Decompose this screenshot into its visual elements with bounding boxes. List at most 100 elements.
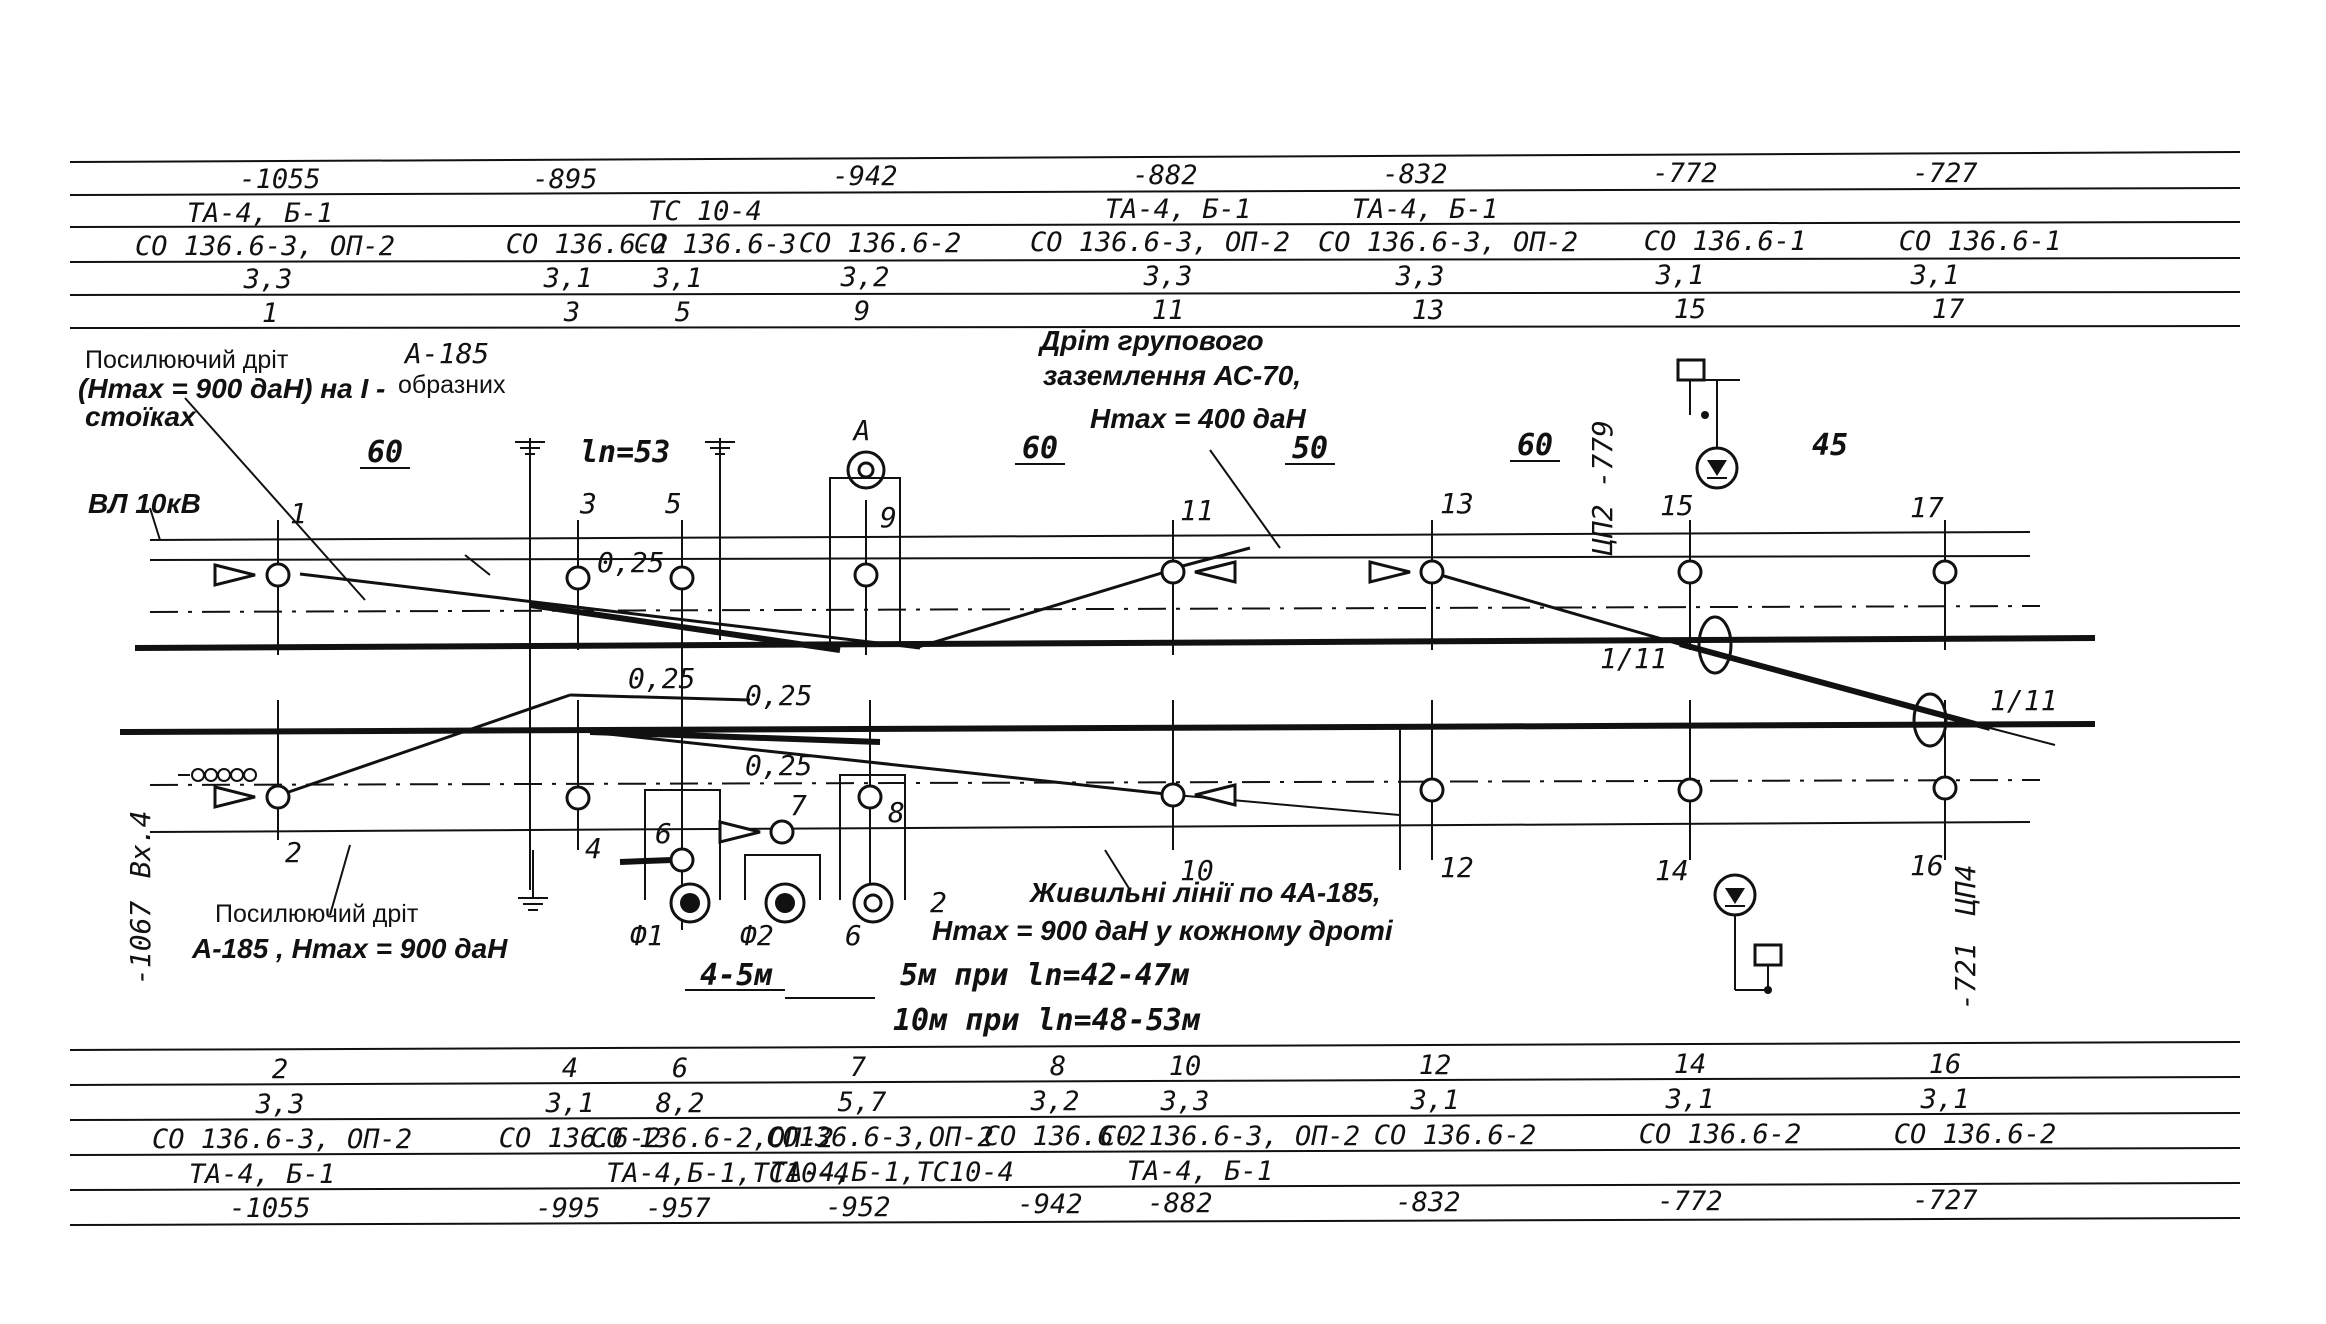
feeder-frame — [644, 789, 721, 900]
feeder-frame — [744, 854, 821, 900]
pole-13-icon — [1419, 559, 1445, 585]
top-table-rule — [69, 257, 2241, 263]
pole-1-icon — [265, 562, 291, 588]
top-cell: 5 — [675, 297, 691, 328]
feeder-f2-core — [775, 893, 795, 913]
bottom-cell: 3,1 — [1920, 1084, 1970, 1115]
ground-leader — [1209, 449, 1281, 549]
pole-6-icon — [669, 847, 695, 873]
wire-type-label: А-185 — [403, 337, 489, 370]
bottom-cell: 8 — [1050, 1051, 1066, 1082]
annotations-bottom: ЦП2 -779 ЦП4 -721 -1067 Вх.4 1/11 1/11 П… — [124, 420, 2057, 1038]
top-cell: -882 — [1132, 160, 1197, 191]
pole-11-icon — [1160, 559, 1186, 585]
pole-number: 1 — [290, 497, 307, 530]
bottom-table-rule — [69, 1147, 2241, 1156]
top-table-rule — [69, 151, 2241, 163]
top-cell: 3 — [563, 297, 580, 328]
bottom-cell: 4 — [562, 1053, 578, 1084]
ground-icon — [515, 438, 545, 470]
top-cell: 13 — [1412, 295, 1445, 326]
wire-type-label: образних — [398, 371, 506, 399]
pole-number: 5 — [665, 487, 682, 520]
vl-line-top-2 — [149, 555, 2031, 561]
bottom-cell: 14 — [1674, 1049, 1707, 1080]
vl-leader-2 — [149, 507, 161, 541]
pole-16-icon — [1932, 775, 1958, 801]
bottom-cell: -727 — [1912, 1185, 1977, 1216]
top-cell: 3,1 — [1910, 260, 1960, 291]
cantilever-icon — [1194, 783, 1237, 807]
bottom-cell: 7 — [850, 1052, 866, 1083]
pole-5-icon — [669, 565, 695, 591]
arrester-top-icon — [1676, 358, 1740, 490]
bottom-table-rule — [69, 1112, 2241, 1121]
vl-line-top — [149, 531, 2031, 541]
top-cell: 3,3 — [243, 264, 293, 295]
pole-number: 15 — [1660, 489, 1694, 522]
section-switch-icon — [1912, 692, 1948, 748]
top-cell: СО 136.6-1 — [1899, 226, 2062, 257]
diag-end — [1989, 727, 2056, 746]
bottom-cell: 3,3 — [255, 1089, 305, 1120]
pole-2-icon — [265, 784, 291, 810]
vl-label: ВЛ 10кВ — [88, 488, 201, 519]
bottom-cell: -995 — [535, 1193, 600, 1224]
bottom-cell: -772 — [1657, 1186, 1722, 1217]
feeder-frame — [839, 774, 906, 900]
ground-wire — [1174, 546, 1251, 570]
top-table-rule — [69, 325, 2241, 329]
feeder-lines-label: Hmax = 900 даН у кожному дроті — [932, 915, 1394, 946]
feeder-leader — [1104, 849, 1131, 891]
span-length: 45 — [1812, 428, 1848, 463]
bottom-cell: -957 — [645, 1193, 710, 1224]
feeder-name: Ф1 — [630, 919, 664, 952]
pole-number: 7 — [790, 789, 807, 822]
bottom-cell: -942 — [1017, 1189, 1082, 1220]
top-table-rule — [69, 187, 2241, 196]
bottom-cell: 6 — [672, 1053, 688, 1084]
top-cell: 3,1 — [543, 263, 593, 294]
top-cell: ТА-4, Б-1 — [1105, 194, 1251, 225]
bottom-cell: СО 136.6-2,ОП-2 — [590, 1123, 834, 1154]
reinforcing-wire-label: (Hmax = 900 даН) на I - — [78, 373, 385, 404]
pole-7-icon — [769, 819, 795, 845]
top-cell: -1055 — [239, 164, 320, 195]
pole-number: 10 — [1180, 854, 1214, 887]
bottom-cell: -1055 — [229, 1193, 310, 1224]
diag-15-16 — [1679, 641, 1991, 731]
entrance-label: Вх.4 — [124, 811, 157, 878]
overhead-lines — [119, 531, 2096, 833]
bottom-cell: 3,2 — [1030, 1086, 1080, 1117]
top-cell: СО 136.6-2 — [506, 229, 669, 260]
crossover-thick — [529, 602, 841, 653]
reinforcing-wire-label: стоїках — [85, 401, 197, 432]
top-cell: 15 — [1674, 294, 1707, 325]
feeder-diag — [589, 730, 1176, 797]
pole-9-icon — [853, 562, 879, 588]
pole-10-icon — [1160, 782, 1186, 808]
vl-leader — [464, 554, 491, 576]
top-table-rule — [69, 221, 2241, 228]
top-cell: ТС 10-4 — [648, 196, 762, 227]
span-length: 60 — [367, 435, 403, 470]
bottom-cell: -952 — [825, 1192, 890, 1223]
crossover-bottom — [589, 729, 881, 745]
dimension-label: 4-5м — [700, 958, 773, 993]
top-cell: 3,1 — [653, 263, 703, 294]
pole-number: 9 — [880, 501, 897, 534]
pole-number: 6 — [655, 817, 672, 850]
crossover-segment — [569, 693, 751, 702]
bottom-cell: СО 136.6-3, ОП-2 — [1100, 1121, 1360, 1152]
pole-number: 2 — [285, 836, 302, 869]
span-lengths: 60 60 50 60 45 — [360, 428, 1848, 470]
pole-8-icon — [857, 784, 883, 810]
bottom-cell: 3,1 — [1410, 1085, 1460, 1116]
cantilever-icon — [1194, 560, 1237, 584]
bottom-cell: СО 136.6-2 — [984, 1121, 1147, 1152]
vl-line-bottom — [149, 821, 2031, 833]
reinforcing-wire-bottom-label: А-185 , Hmax = 900 даН — [191, 933, 508, 964]
point-a-label: А — [852, 414, 871, 447]
bottom-cell: ТА-4, Б-1 — [189, 1159, 335, 1190]
